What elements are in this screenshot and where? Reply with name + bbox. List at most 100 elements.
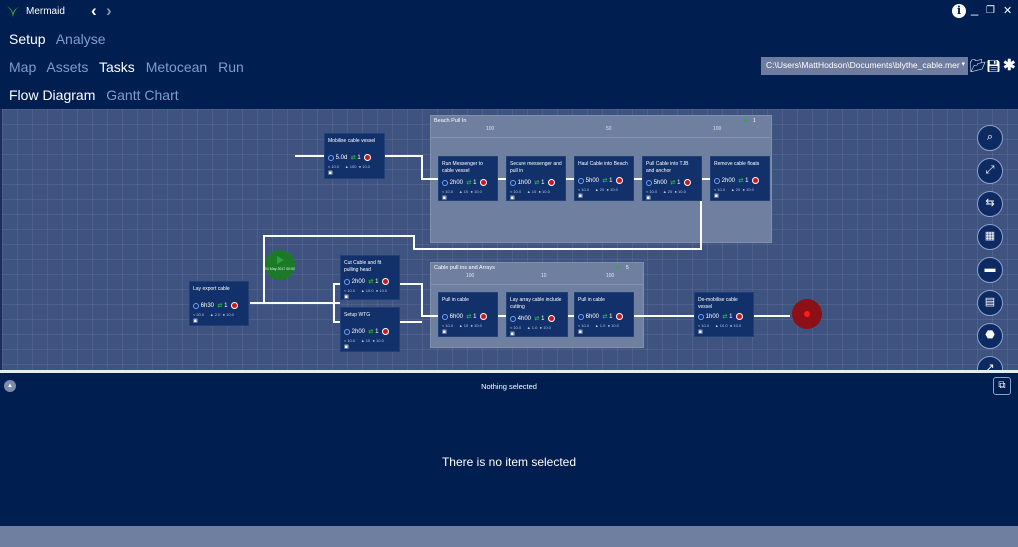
- popout-icon[interactable]: ⧉: [993, 377, 1011, 395]
- clock-icon: [193, 302, 199, 309]
- clock-icon: [698, 313, 704, 320]
- task-node[interactable]: Cut Cable and fit pulling head 2h00 ⇄ 1 …: [340, 255, 400, 300]
- wind-icon: ≈: [510, 325, 513, 330]
- no-pause-icon: [547, 179, 555, 186]
- task-duration: 4h00: [517, 316, 532, 323]
- flow-canvas[interactable]: Beach Pull In 100 50 100 ⇄ 1 Cable pull …: [0, 109, 1018, 371]
- no-pause-icon: [381, 328, 389, 335]
- task-metric: 10.0: [445, 323, 454, 328]
- task-metric: 10.0: [701, 323, 710, 328]
- asterisk-icon[interactable]: ✱: [1003, 57, 1016, 74]
- collapse-button[interactable]: ▲: [4, 380, 16, 392]
- wave-icon: ▲: [730, 187, 735, 192]
- task-node[interactable]: Haul Cable into Beach 5h00 ⇄ 1 ≈ 10.0 ▲ …: [574, 156, 634, 201]
- menu-tasks[interactable]: Tasks: [99, 59, 135, 75]
- task-node[interactable]: Run Messenger to cable vessel 2h00 ⇄ 1 ≈…: [438, 156, 498, 201]
- task-node[interactable]: Pull in cable 6h00 ⇄ 1 ≈ 10.0 ▲ 1.0 ● 10…: [574, 292, 634, 337]
- mermaid-logo-icon: [7, 6, 19, 17]
- task-name: Remove cable floats: [714, 161, 760, 167]
- menu-assets[interactable]: Assets: [46, 59, 89, 75]
- layout-icon[interactable]: ⇆: [977, 191, 1003, 217]
- task-node[interactable]: De-mobilise cable vessel 1h00 ⇄ 1 ≈ 10.0…: [694, 292, 754, 337]
- no-pause-icon: [751, 177, 759, 184]
- task-node[interactable]: Lay array cable include cutting 4h00 ⇄ 1…: [506, 292, 568, 337]
- task-name: Pull in cable: [578, 297, 605, 303]
- group-meta: 50: [606, 126, 612, 132]
- search-icon[interactable]: ⌕: [977, 125, 1003, 151]
- info-icon[interactable]: i: [952, 4, 966, 18]
- back-icon[interactable]: ‹: [91, 1, 97, 20]
- current-icon: ●: [606, 187, 609, 192]
- wind-icon: ≈: [698, 323, 701, 328]
- menu-setup[interactable]: Setup: [9, 31, 46, 47]
- vessel-icon: ▣: [510, 195, 515, 201]
- task-metric: 10.0: [746, 187, 754, 192]
- task-node[interactable]: Setup WTG 2h00 ⇄ 1 ≈ 10.0 ▲ 10 ● 10.0 ▣: [340, 307, 400, 352]
- menu-gantt-chart[interactable]: Gantt Chart: [106, 87, 179, 103]
- start-node[interactable]: 01 May 2017 00:00: [265, 250, 295, 280]
- save-icon[interactable]: 💾︎: [986, 59, 1002, 73]
- grid-icon[interactable]: ▦: [977, 224, 1003, 250]
- task-metric: 20: [599, 187, 605, 192]
- restore-button[interactable]: ❐: [986, 5, 995, 16]
- current-icon: ●: [358, 164, 362, 169]
- task-metric: 10.0: [543, 325, 551, 330]
- task-node[interactable]: Secure messenger and pull in 1h00 ⇄ 1 ≈ …: [506, 156, 566, 201]
- group-header: [431, 116, 771, 138]
- menu-flow-diagram[interactable]: Flow Diagram: [9, 87, 96, 103]
- panel-splitter[interactable]: [0, 370, 1018, 373]
- end-node[interactable]: [792, 299, 822, 329]
- task-metric: 1.0: [599, 323, 606, 328]
- stop-icon[interactable]: ⬣: [977, 323, 1003, 349]
- current-icon: ●: [607, 323, 610, 328]
- task-repeat: 1: [541, 316, 545, 323]
- chevron-down-icon[interactable]: ▾: [961, 61, 965, 68]
- task-metric: 10: [365, 338, 371, 343]
- task-repeat: 1: [375, 279, 379, 286]
- connector: [400, 283, 438, 317]
- group-title: Cable pull ins and Arrays: [434, 265, 495, 271]
- task-node[interactable]: Pull Cable into TJB and anchor 5h00 ⇄ 1 …: [642, 156, 702, 201]
- task-metric: 10.0: [581, 187, 590, 192]
- clock-icon: [344, 278, 350, 285]
- repeat-icon: ⇄: [602, 178, 608, 185]
- card-icon[interactable]: ▬: [977, 257, 1003, 283]
- menu-analyse[interactable]: Analyse: [55, 31, 106, 47]
- menu-run[interactable]: Run: [218, 59, 244, 75]
- menu-metocean[interactable]: Metocean: [145, 59, 208, 75]
- task-node[interactable]: Lay export cable 6h30 ⇄ 1 ≈ 20.0 ▲ 2.0 ●…: [189, 281, 249, 326]
- file-path-select[interactable]: C:\Users\MattHodson\Documents\blythe_cab…: [761, 57, 968, 75]
- forward-icon[interactable]: ›: [106, 1, 112, 20]
- task-node[interactable]: Pull in cable 6h00 ⇄ 1 ≈ 10.0 ▲ 10 ● 10.…: [438, 292, 498, 337]
- fit-screen-icon[interactable]: ⤢: [977, 158, 1003, 184]
- task-node[interactable]: Mobilise cable vessel 5.0d ⇄ 1 ≈ 10.0 ▲ …: [324, 133, 385, 179]
- close-button[interactable]: ✕: [1003, 5, 1013, 17]
- menu-map[interactable]: Map: [9, 59, 37, 75]
- wind-icon: ≈: [646, 189, 649, 194]
- no-pause-icon: [683, 179, 691, 186]
- task-duration: 2h00: [351, 279, 366, 286]
- vessel-icon: ▣: [328, 170, 333, 176]
- vessel-icon: ▣: [578, 193, 583, 199]
- folder-open-icon[interactable]: 📂︎: [970, 58, 987, 73]
- task-metric: 10.0: [379, 288, 388, 293]
- minimize-button[interactable]: _: [971, 1, 979, 16]
- clock-icon: [578, 177, 584, 184]
- task-repeat: 1: [473, 314, 477, 321]
- vessel-icon: ▣: [344, 344, 349, 350]
- repeat-icon: ⇄: [743, 118, 748, 124]
- task-metric: 10.0: [542, 189, 550, 194]
- calendar-icon[interactable]: ▤: [977, 290, 1003, 316]
- no-pause-icon: [230, 302, 238, 309]
- task-metric: 10.0: [649, 189, 658, 194]
- group-meta: 100: [606, 273, 615, 279]
- clock-icon: [510, 179, 516, 186]
- current-icon: ●: [375, 288, 379, 293]
- group-meta: 100: [466, 273, 475, 279]
- task-duration: 6h00: [585, 314, 600, 321]
- group-meta: 100: [486, 126, 495, 132]
- task-node[interactable]: Remove cable floats 2h00 ⇄ 1 ≈ 10.0 ▲ 20…: [710, 156, 770, 201]
- task-repeat: 1: [677, 180, 681, 187]
- current-icon: ●: [539, 325, 542, 330]
- end-dot: [804, 311, 810, 317]
